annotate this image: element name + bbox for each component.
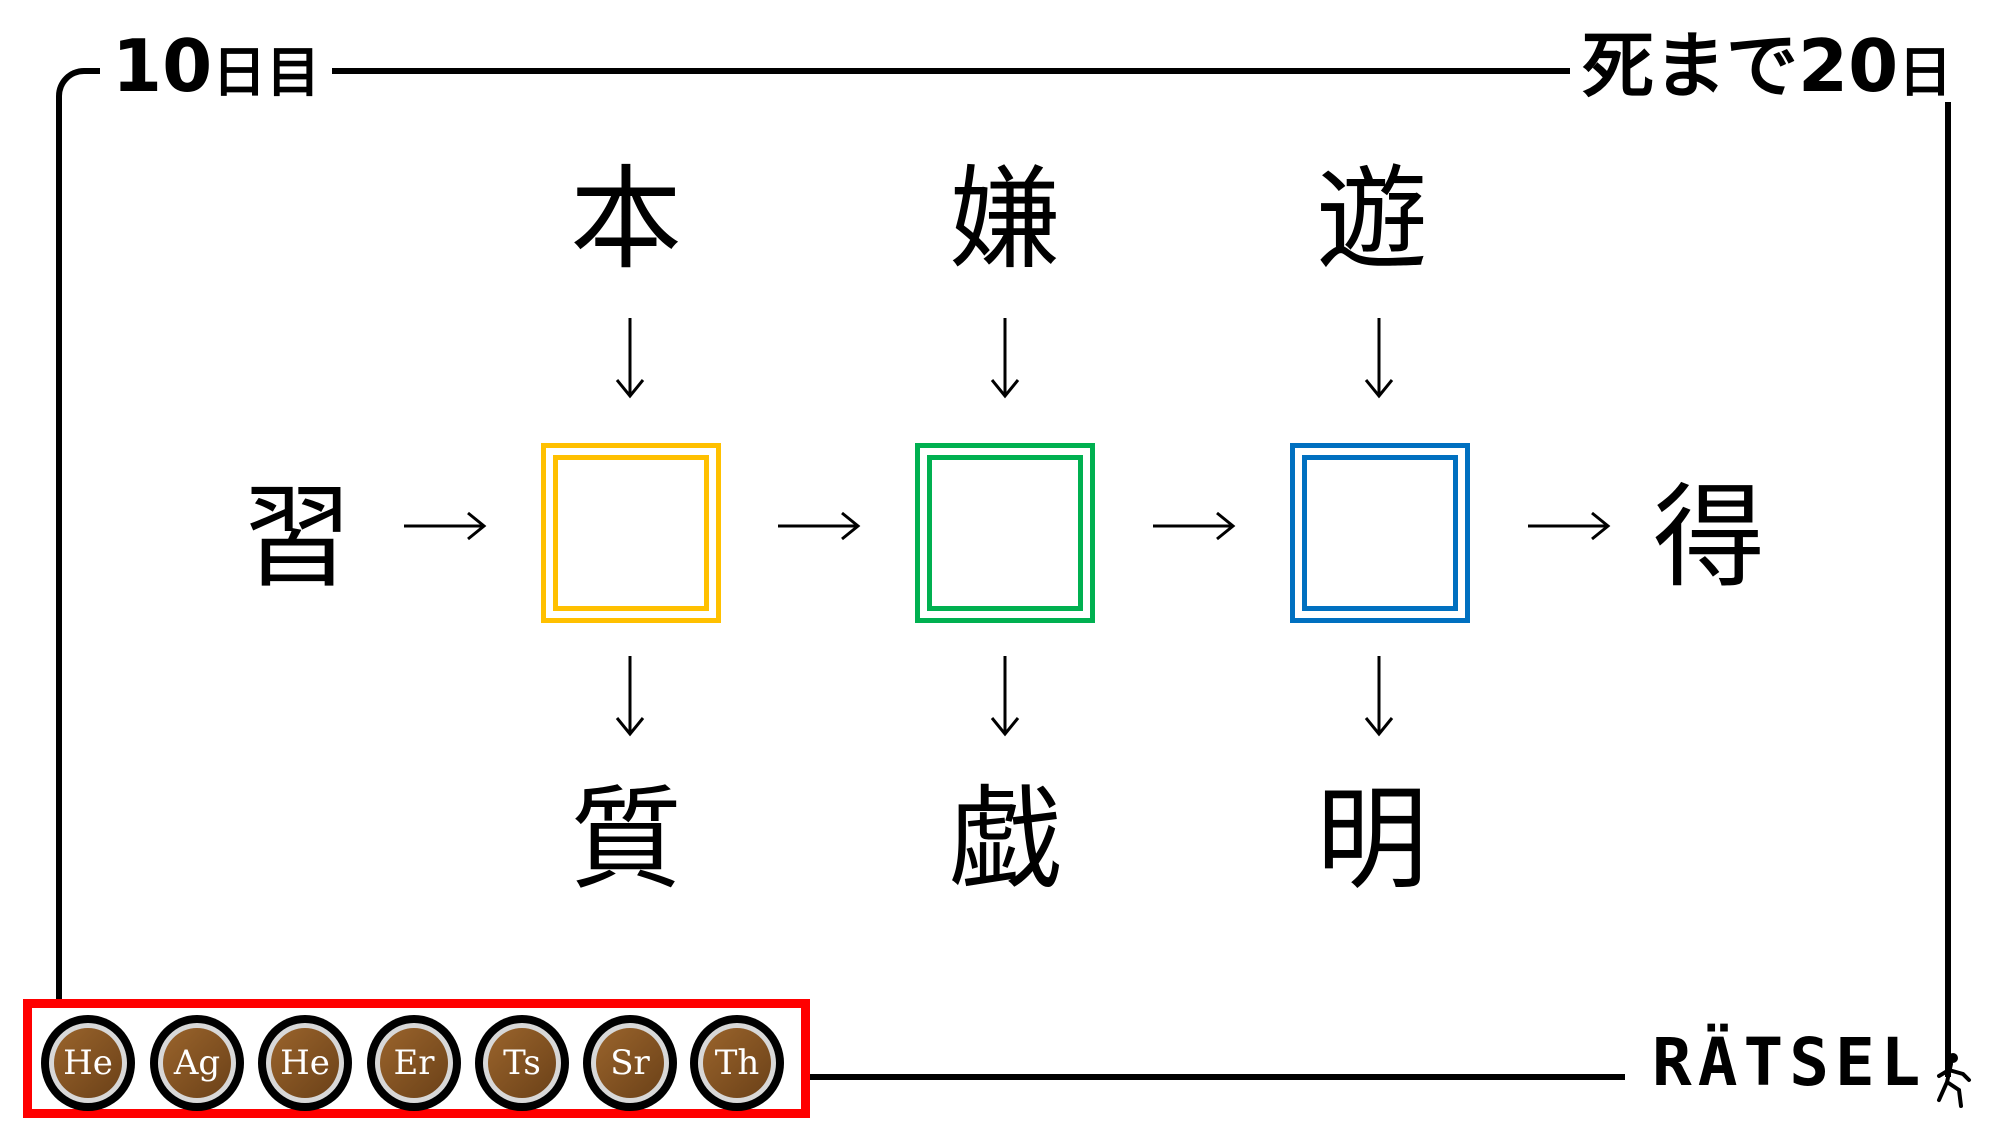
arrow-down-icon xyxy=(1364,654,1394,736)
arrow-down-icon xyxy=(990,316,1020,398)
top-kanji-1: 本 xyxy=(570,155,682,285)
answer-box-inner xyxy=(927,455,1083,611)
arrow-right-icon xyxy=(402,511,486,541)
hint-coin[interactable]: Sr xyxy=(583,1015,677,1111)
answer-box-3[interactable] xyxy=(1290,443,1470,623)
hint-coin[interactable]: Er xyxy=(367,1015,461,1111)
coin-label: He xyxy=(271,1028,339,1098)
coin-label: Er xyxy=(380,1028,448,1098)
frame xyxy=(56,68,1951,1077)
remaining-prefix: 死まで xyxy=(1582,24,1799,108)
answer-box-inner xyxy=(1302,455,1458,611)
bottom-kanji-2: 戯 xyxy=(949,775,1061,905)
bottom-kanji-1: 質 xyxy=(570,775,682,905)
hint-coin[interactable]: He xyxy=(41,1015,135,1111)
coin-label: Th xyxy=(703,1028,771,1098)
answer-box-1[interactable] xyxy=(541,443,721,623)
left-kanji: 習 xyxy=(241,473,353,603)
day-number: 10 xyxy=(112,24,213,108)
answer-box-2[interactable] xyxy=(915,443,1095,623)
days-remaining: 死まで20日 xyxy=(1570,30,1965,104)
frame-bottom-line xyxy=(810,1074,1625,1080)
coin-label: He xyxy=(54,1028,122,1098)
top-kanji-2: 嫌 xyxy=(949,155,1061,285)
top-kanji-3: 遊 xyxy=(1316,155,1428,285)
day-counter: 10日目 xyxy=(100,30,333,104)
hint-coin[interactable]: Ag xyxy=(150,1015,244,1111)
remaining-number: 20 xyxy=(1798,24,1899,108)
coin-label: Sr xyxy=(596,1028,664,1098)
right-kanji: 得 xyxy=(1653,473,1765,603)
arrow-right-icon xyxy=(1526,511,1610,541)
arrow-down-icon xyxy=(1364,316,1394,398)
arrow-right-icon xyxy=(776,511,860,541)
ratsel-logo: RÄTSEL xyxy=(1652,1024,1927,1101)
hint-coin[interactable]: Th xyxy=(690,1015,784,1111)
hint-coin[interactable]: He xyxy=(258,1015,352,1111)
arrow-down-icon xyxy=(990,654,1020,736)
coin-label: Ag xyxy=(163,1028,231,1098)
arrow-down-icon xyxy=(615,654,645,736)
arrow-down-icon xyxy=(615,316,645,398)
running-man-icon xyxy=(1937,1053,1971,1108)
coin-label: Ts xyxy=(488,1028,556,1098)
day-suffix: 日目 xyxy=(212,41,321,104)
hint-coin[interactable]: Ts xyxy=(475,1015,569,1111)
arrow-right-icon xyxy=(1151,511,1235,541)
remaining-suffix: 日 xyxy=(1898,41,1953,104)
answer-box-inner xyxy=(553,455,709,611)
bottom-kanji-3: 明 xyxy=(1316,775,1428,905)
